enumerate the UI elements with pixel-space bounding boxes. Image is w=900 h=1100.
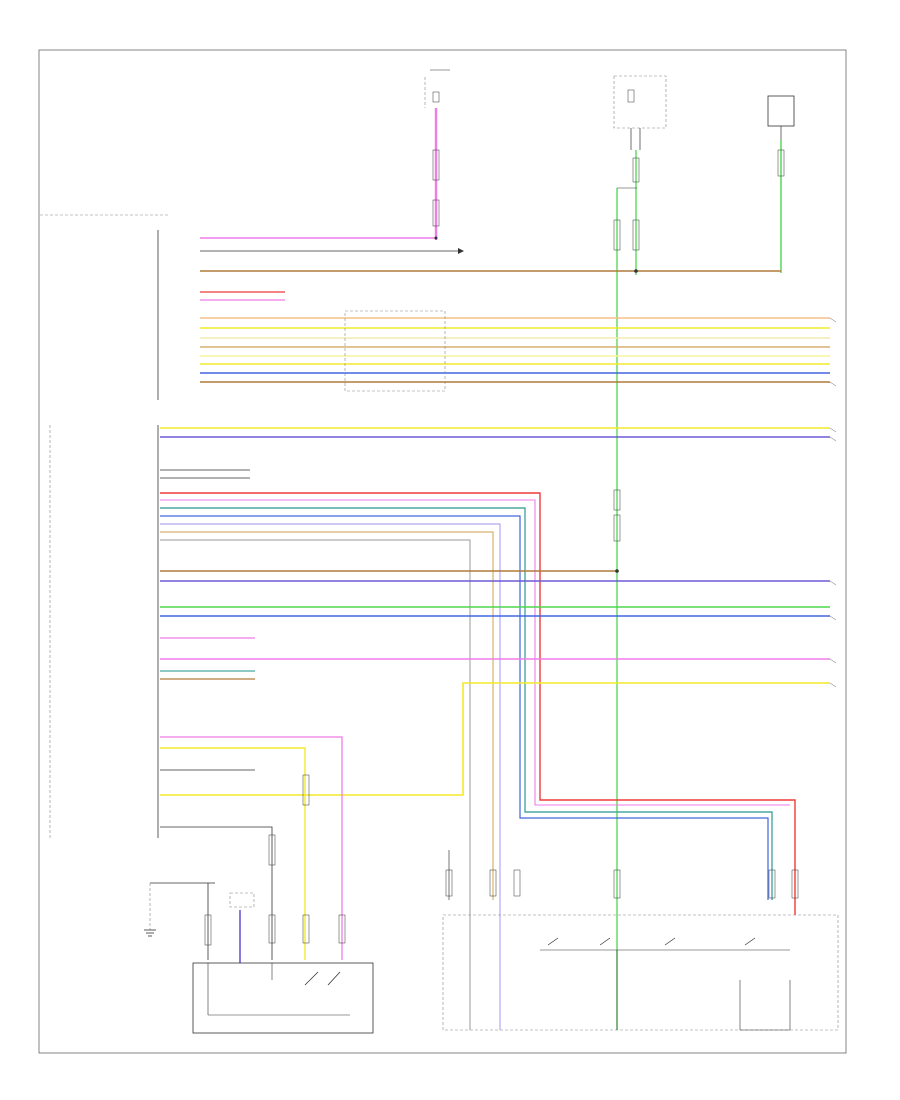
- door-switch-box: [192, 962, 374, 1034]
- top-right-power-box: [613, 75, 667, 150]
- middle-harness: [160, 427, 830, 1030]
- diagram-frame: [38, 49, 847, 1054]
- module-connector-column: [40, 214, 170, 838]
- top-right-sensor-box: [767, 95, 795, 140]
- ground-symbol: [144, 929, 156, 937]
- green-feed-wires: [613, 140, 785, 1030]
- right-terminators: [829, 317, 837, 688]
- bottom-right-assembly: [442, 850, 839, 1031]
- splice-dots: [434, 236, 638, 573]
- top-power-feed: [424, 69, 450, 240]
- switch-symbol: [304, 971, 319, 986]
- upper-harness: [200, 237, 830, 392]
- fuse-symbol: [627, 89, 635, 103]
- fuse-symbol: [432, 91, 440, 103]
- switch-symbol: [547, 937, 559, 946]
- lower-left-harness: [144, 736, 374, 1034]
